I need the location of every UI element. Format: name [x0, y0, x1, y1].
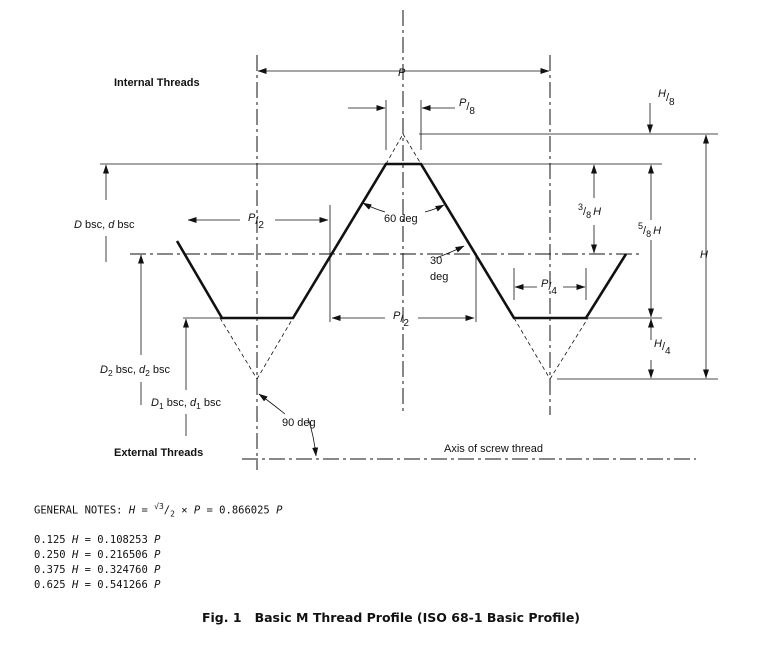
note-row: 0.375 H = 0.324760 P [34, 564, 161, 576]
angle-60-label: 60 deg [384, 213, 418, 225]
h-label: H [700, 249, 708, 261]
p8-label: P/8 [459, 97, 475, 117]
angle-90-label: 90 deg [282, 417, 316, 429]
h8-label: H/8 [658, 88, 675, 108]
figure-caption: Fig. 1 Basic M Thread Profile (ISO 68-1 … [201, 610, 581, 625]
p4-label: P/4 [541, 278, 557, 297]
note-row: 0.625 H = 0.541266 P [34, 579, 161, 591]
angle-30-label-line2: deg [430, 271, 448, 283]
pitch-diameter-label: D2 bsc, d2 bsc [100, 364, 171, 378]
p2-mid-label: P/2 [393, 310, 409, 329]
note-row: 0.125 H = 0.108253 P [34, 534, 161, 546]
fundamental-triangle-line [402, 133, 422, 165]
basic-profile-line [175, 162, 628, 320]
note-row: 0.250 H = 0.216506 P [34, 549, 161, 561]
fundamental-triangle-line [219, 317, 258, 380]
pitch-label: P [398, 67, 406, 79]
internal-threads-label: Internal Threads [114, 77, 200, 89]
angle-30-arrow [435, 245, 465, 259]
screw-axis-label: Axis of screw thread [444, 443, 543, 455]
angle-30-label-line1: 30 [430, 255, 442, 267]
fundamental-triangle-line [549, 317, 589, 380]
h4-label: H/4 [654, 338, 671, 357]
angle-60-arrow [362, 202, 386, 213]
general-notes: GENERAL NOTES: H = √3/2 × P = 0.866025 P [34, 502, 283, 519]
angle-60-arrow [424, 204, 445, 213]
fundamental-triangle-line [385, 133, 404, 165]
major-diameter-label: D bsc, d bsc [74, 219, 135, 231]
p2-left-label: P/2 [248, 212, 264, 231]
angle-90-arrow [258, 393, 286, 415]
fundamental-triangle-line [256, 317, 294, 380]
thread-profile-diagram: Internal Threads External Threads Axis o… [74, 10, 718, 470]
angle-90-arrow [307, 417, 319, 457]
fundamental-triangle-line [513, 317, 551, 380]
external-threads-label: External Threads [114, 447, 203, 459]
minor-diameter-label: D1 bsc, d1 bsc [151, 397, 222, 411]
